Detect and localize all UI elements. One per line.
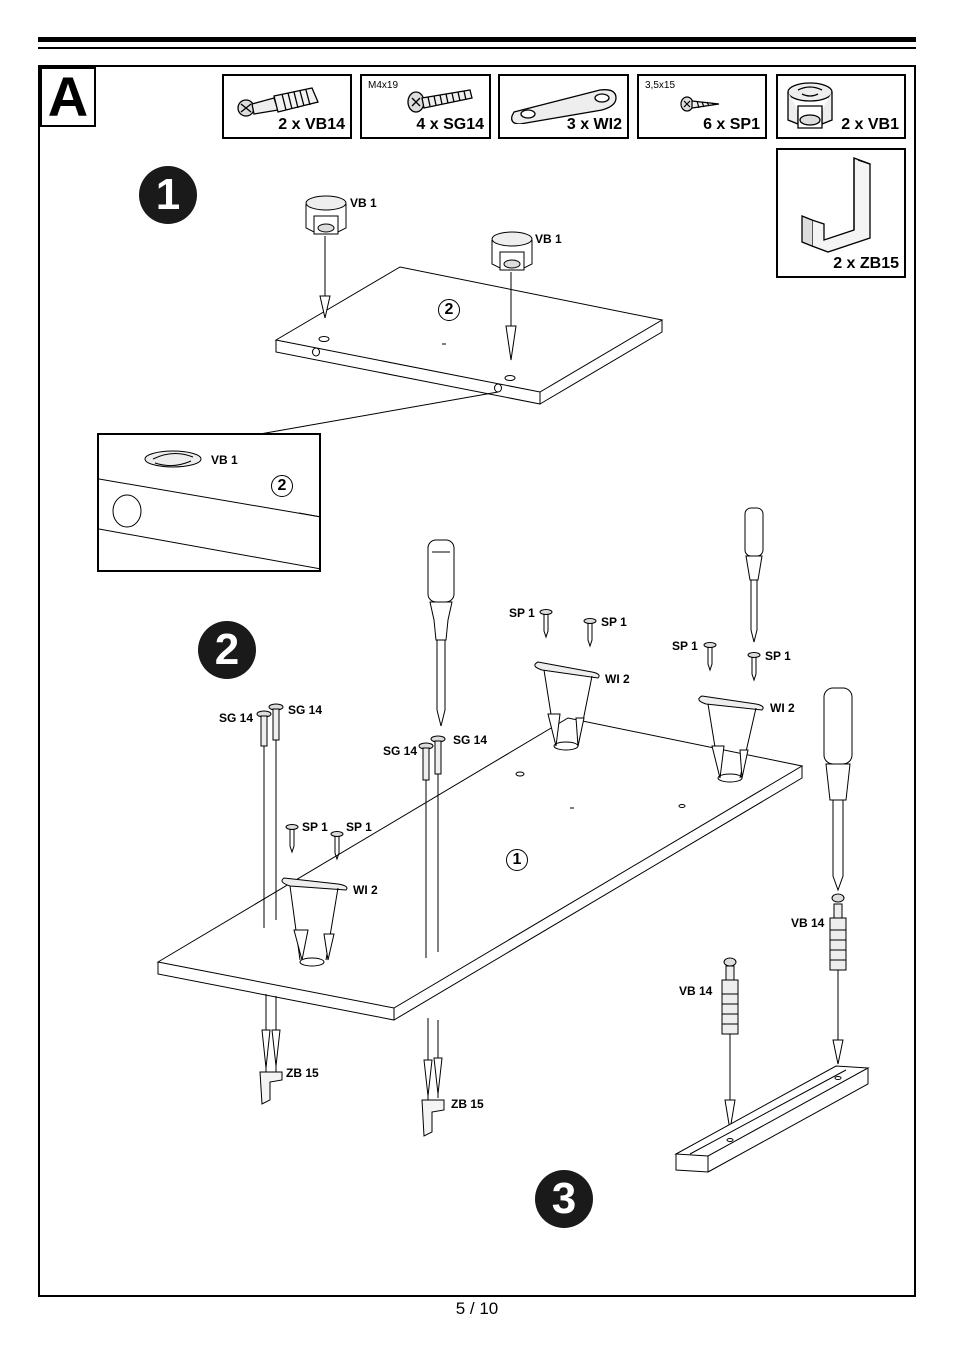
label-sg14: SG 14 (453, 733, 488, 747)
part-qty: 6 x SP1 (703, 116, 760, 133)
wood-screw-icon (285, 609, 761, 861)
label-sp1: SP 1 (509, 606, 535, 620)
label-wi2: WI 2 (353, 883, 378, 897)
label-sp1: SP 1 (765, 649, 791, 663)
screwdriver-icon (744, 507, 764, 643)
cam-lock-icon (787, 82, 833, 129)
part-qty: 2 x VB1 (841, 116, 899, 133)
detail-callout: 2 VB 1 (97, 433, 321, 572)
label-wi2: WI 2 (770, 701, 795, 715)
label-vb14: VB 14 (791, 916, 825, 930)
machine-screw-icon (256, 703, 284, 928)
screwdriver-icon (427, 539, 455, 727)
hook-bracket-icon (801, 157, 871, 253)
label-sg14: SG 14 (288, 703, 323, 717)
machine-screw-icon (407, 89, 473, 113)
label-sp1: SP 1 (346, 820, 372, 834)
step-2-badge: 2 (198, 621, 256, 679)
step-1-badge: 1 (139, 166, 197, 224)
hook-bracket-icon (259, 994, 445, 1137)
part-qty: 2 x ZB15 (833, 255, 899, 272)
machine-screw-icon (418, 735, 446, 958)
label-sg14: SG 14 (383, 744, 418, 758)
label-vb14: VB 14 (679, 984, 713, 998)
connector-plate-icon (511, 89, 617, 124)
detail-drawing (99, 450, 319, 570)
header-rule-thin (38, 47, 916, 49)
panel-ref-bottom: 1 (506, 849, 528, 871)
label-sp1: SP 1 (302, 820, 328, 834)
label-zb15: ZB 15 (451, 1097, 484, 1111)
screwdriver-icon (823, 687, 853, 892)
wood-screw-icon (680, 96, 720, 112)
part-size: M4x19 (368, 80, 399, 91)
section-letter: A (40, 67, 96, 127)
label-sp1: SP 1 (672, 639, 698, 653)
cam-bolt-icon (721, 893, 847, 1131)
part-size: 3,5x15 (645, 80, 676, 91)
cam-lock-icon (144, 450, 202, 468)
label-vb1-detail: VB 1 (211, 453, 238, 467)
cam-lock-icon (491, 231, 533, 271)
page-number: 5 / 10 (455, 1299, 499, 1318)
bottom-panel (156, 717, 804, 1021)
part-qty: 2 x VB14 (278, 116, 345, 133)
label-wi2: WI 2 (605, 672, 630, 686)
part-box-vb14: 2 x VB14 (222, 74, 352, 139)
label-vb1: VB 1 (350, 196, 377, 210)
panel-ref-detail: 2 (271, 475, 293, 497)
part-qty: 4 x SG14 (416, 116, 484, 133)
part-box-vb1: 2 x VB1 (776, 74, 906, 139)
label-sg14: SG 14 (219, 711, 254, 725)
connector-plate-icon (281, 661, 764, 967)
cam-bolt-icon (237, 87, 319, 117)
part-box-wi2: 3 x WI2 (498, 74, 629, 139)
label-vb1: VB 1 (535, 232, 562, 246)
label-zb15: ZB 15 (286, 1066, 319, 1080)
part-qty: 3 x WI2 (566, 116, 622, 133)
header-rule-thick (38, 37, 916, 42)
cam-lock-icon (305, 195, 347, 235)
label-sp1: SP 1 (601, 615, 627, 629)
part-box-sg14: M4x19 4 x SG14 (360, 74, 491, 139)
instruction-frame (38, 65, 916, 1297)
part-box-sp1: 3,5x15 6 x SP1 (637, 74, 767, 139)
top-panel (274, 266, 664, 405)
panel-ref-top: 2 (438, 299, 460, 321)
rail-piece (674, 1065, 870, 1173)
step-3-badge: 3 (535, 1170, 593, 1228)
part-box-zb15: 2 x ZB15 (776, 148, 906, 278)
